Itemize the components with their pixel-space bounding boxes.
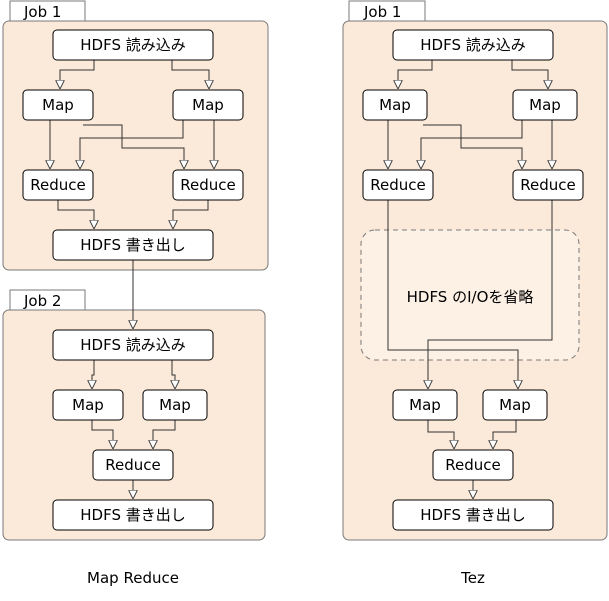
node-r-reduce-1b-label: Reduce (520, 176, 575, 194)
edge-l-read2-map2b (172, 360, 175, 389)
node-l-map-1a-label: Map (42, 96, 74, 114)
node-l-hdfs-read-2 (52, 329, 214, 361)
edge-r-map2a-red2 (427, 420, 454, 449)
left-job2-tab (9, 289, 86, 311)
right-job1-tab (348, 0, 426, 22)
edge-l-read1-map1a (60, 60, 95, 89)
edge-r-map2b-red2 (493, 420, 517, 449)
node-r-map-2a (392, 389, 458, 421)
node-r-reduce-1a (362, 169, 434, 201)
node-r-map-2b (482, 389, 548, 421)
edge-r-map1b-red1a (421, 120, 523, 169)
edge-r-read-map1b (511, 60, 548, 89)
edge-l-map1b-red1a (80, 120, 184, 169)
node-l-reduce-2 (92, 449, 174, 481)
caption-tez: Tez (460, 569, 485, 587)
node-r-hdfs-read-label: HDFS 読み込み (420, 36, 525, 54)
edge-l-map1a-red1b (83, 124, 184, 169)
node-r-map-2b-label: Map (499, 396, 531, 414)
node-l-reduce-1a (22, 169, 94, 201)
left-job1-tab (9, 0, 86, 22)
node-l-map-2a (52, 389, 124, 421)
edge-l-map2b-red2 (153, 420, 176, 449)
node-l-map-1b-label: Map (192, 96, 224, 114)
edge-r-map1a-red1b (423, 124, 522, 169)
node-r-map-1a-label: Map (379, 96, 411, 114)
node-l-hdfs-read-1 (52, 29, 214, 61)
node-l-reduce-1b-label: Reduce (180, 176, 235, 194)
caption-map-reduce: Map Reduce (87, 569, 179, 587)
edge-l-map2a-red2 (91, 420, 113, 449)
left-job1-label: Job 1 (23, 3, 61, 21)
node-r-map-1a (362, 89, 428, 121)
node-l-map-2b-label: Map (159, 396, 191, 414)
node-r-reduce-1b (512, 169, 584, 201)
edge-r-red1a-map2b (387, 200, 518, 389)
edge-l-red1b-write1 (173, 200, 209, 229)
node-l-hdfs-write-2-label: HDFS 書き出し (80, 506, 185, 524)
node-r-reduce-2-label: Reduce (445, 456, 500, 474)
node-l-reduce-1a-label: Reduce (30, 176, 85, 194)
node-l-hdfs-write-1 (52, 229, 214, 261)
node-r-map-2a-label: Map (409, 396, 441, 414)
node-l-map-2b (142, 389, 208, 421)
left-job2-label: Job 2 (23, 292, 61, 310)
node-r-hdfs-write (392, 499, 554, 531)
edge-l-read2-map2a (92, 360, 94, 389)
edge-r-read-map1a (398, 60, 433, 89)
node-l-hdfs-read-2-label: HDFS 読み込み (80, 336, 185, 354)
node-r-map-1b (512, 89, 578, 121)
left-job1-container (2, 20, 269, 271)
edge-l-read1-map1b (171, 60, 209, 89)
node-l-hdfs-write-2 (52, 499, 214, 531)
node-l-reduce-2-label: Reduce (105, 456, 160, 474)
node-l-reduce-1b (172, 169, 244, 201)
node-r-reduce-2 (432, 449, 514, 481)
node-r-hdfs-write-label: HDFS 書き出し (420, 506, 525, 524)
node-l-hdfs-write-1-label: HDFS 書き出し (80, 236, 185, 254)
edge-l-red1a-write1 (57, 200, 94, 229)
right-job1-label: Job 1 (363, 3, 401, 21)
left-job2-container (2, 309, 266, 541)
node-r-hdfs-read (392, 29, 554, 61)
skip-hdfs-io-region (360, 229, 580, 361)
node-l-map-1b (172, 89, 244, 121)
node-l-map-1a (22, 89, 94, 121)
node-l-map-2a-label: Map (72, 396, 104, 414)
node-r-reduce-1a-label: Reduce (370, 176, 425, 194)
skip-hdfs-io-note: HDFS のI/Oを省略 (407, 288, 534, 306)
edge-r-red1b-map2a (428, 200, 553, 389)
node-r-map-1b-label: Map (529, 96, 561, 114)
node-l-hdfs-read-1-label: HDFS 読み込み (80, 36, 185, 54)
